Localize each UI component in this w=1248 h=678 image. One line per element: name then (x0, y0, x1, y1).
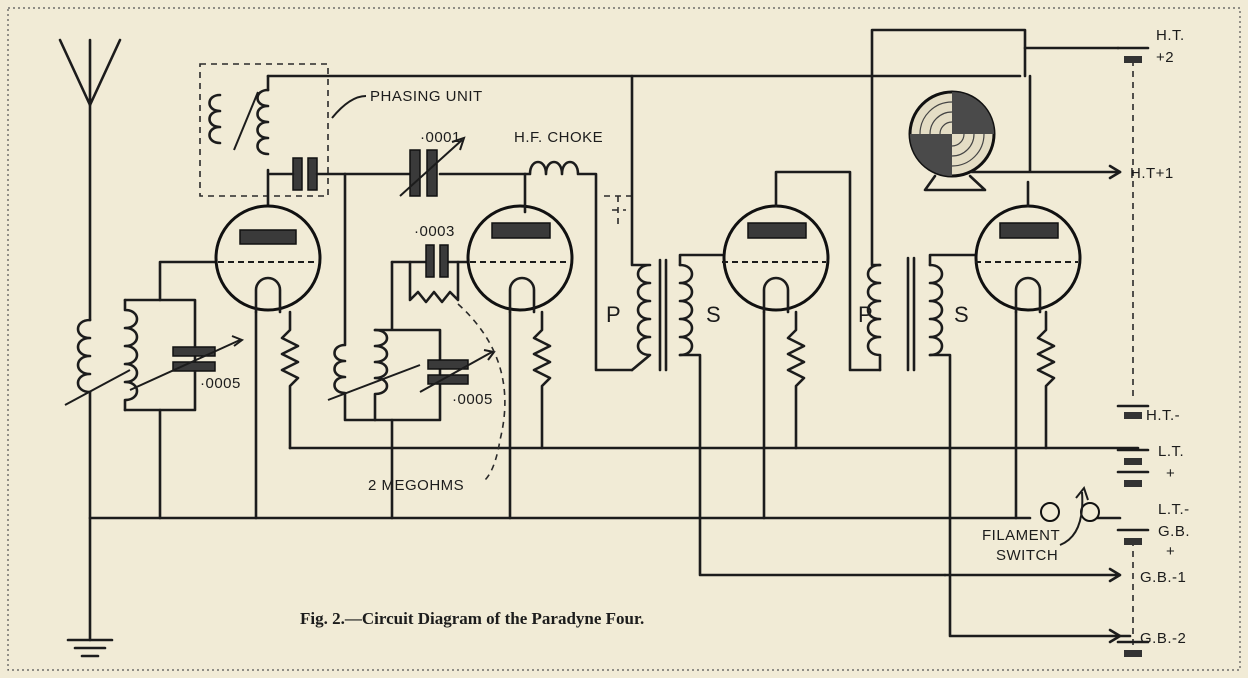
grid-capacitor-0003 (390, 244, 474, 278)
label-0005-a: ·0005 (200, 375, 241, 392)
aerial-coil (64, 318, 131, 642)
gb-minus1-arrow (943, 567, 1122, 583)
transformer-1 (630, 74, 947, 577)
terminal-ht-plus1: H.T+1 (1130, 165, 1174, 182)
terminal-gb-plus-a: G.B. (1158, 523, 1190, 540)
terminal-lt-minus: L.T.- (1158, 501, 1190, 518)
label-phasing-unit: PHASING UNIT (370, 88, 483, 105)
battery-cells (1116, 46, 1150, 657)
figure-caption: Fig. 2.—Circuit Diagram of the Paradyne … (300, 609, 644, 628)
label-0005-b: ·0005 (452, 391, 493, 408)
terminal-gb-minus1: G.B.-1 (1140, 569, 1186, 586)
label-t2-p: P (858, 302, 873, 327)
variable-capacitor-0001 (399, 136, 466, 197)
terminal-gb-plus-b: + (1166, 543, 1175, 560)
label-filament: FILAMENT (982, 527, 1060, 544)
label-hf-choke: H.F. CHOKE (514, 129, 603, 146)
loudspeaker-icon (908, 74, 1122, 192)
grid-leak-resistor (408, 260, 460, 304)
terminal-ht-plus2-b: +2 (1156, 49, 1174, 66)
resistor-2 (508, 310, 552, 520)
resistor-4 (1014, 310, 1056, 520)
label-switch: SWITCH (996, 547, 1058, 564)
megohm-pointer (457, 303, 506, 481)
page-border (7, 7, 1241, 671)
terminal-ht-plus2-a: H.T. (1156, 27, 1185, 44)
valve-1 (214, 204, 322, 314)
terminal-gb-minus2: G.B.-2 (1140, 630, 1186, 647)
terminal-lt-plus-a: L.T. (1158, 443, 1184, 460)
gb-minus2-arrow (1108, 628, 1122, 644)
variable-capacitor-0005-a (129, 300, 245, 410)
label-t1-s: S (706, 302, 721, 327)
filament-switch-icon[interactable] (1040, 485, 1100, 546)
valve-4 (974, 180, 1082, 314)
label-0001: ·0001 (420, 129, 461, 146)
label-t1-p: P (606, 302, 621, 327)
label-t2-s: S (954, 302, 969, 327)
label-0003: ·0003 (414, 223, 455, 240)
ht-plus1-arrow (1108, 164, 1122, 180)
grid-coil-2 (327, 172, 442, 520)
resistor-3 (762, 310, 806, 520)
aerial-icon (58, 38, 122, 322)
variable-capacitor-0005-b (419, 349, 496, 393)
label-2-megohms: 2 MEGOHMS (368, 477, 464, 494)
phasing-unit-coils (208, 74, 270, 214)
phasing-unit-pointer (331, 95, 367, 119)
earth-icon (66, 638, 114, 658)
terminal-lt-plus-b: + (1166, 465, 1175, 482)
phasing-capacitor (268, 157, 347, 191)
valve-3 (722, 170, 882, 372)
resistor-1 (280, 310, 1140, 450)
grid-coil-1 (123, 260, 220, 520)
phasing-unit-box (199, 63, 329, 197)
transformer-2 (866, 28, 1132, 638)
valve-2 (466, 204, 574, 314)
terminal-ht-minus: H.T.- (1146, 407, 1180, 424)
